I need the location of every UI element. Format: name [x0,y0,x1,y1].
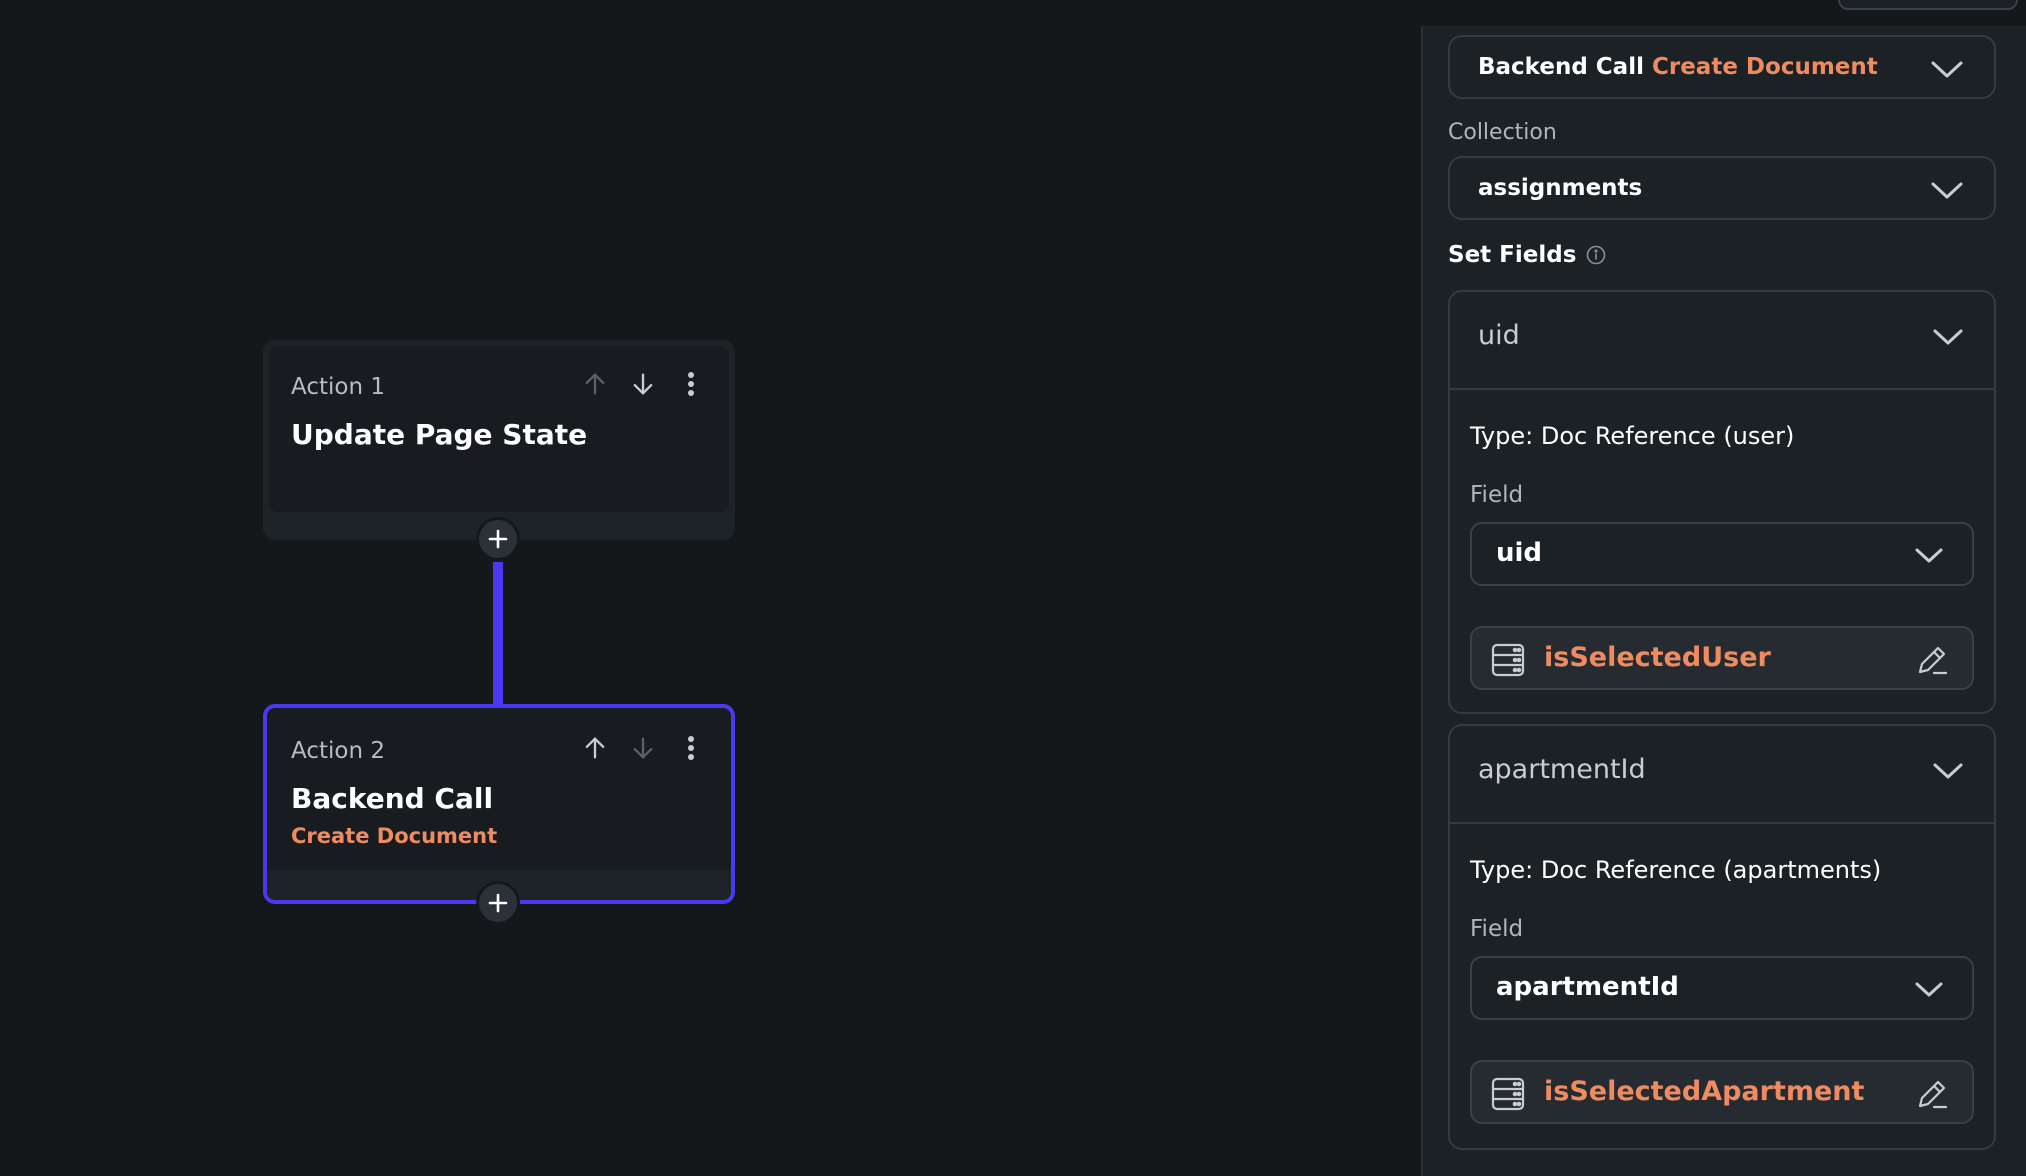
edit-icon[interactable] [1914,642,1950,678]
move-down-button[interactable] [627,732,659,764]
edit-icon[interactable] [1914,1076,1950,1112]
field-group-header[interactable]: uid [1450,292,1994,390]
backend-call-label: Backend Call [1478,54,1644,80]
set-fields-label: Set Fields [1448,242,1577,268]
backend-call-type: Create Document [1651,54,1878,80]
plus-icon [488,893,508,913]
arrow-up-icon [585,373,605,395]
backend-call-select[interactable]: Backend Call Create Document [1448,35,1996,99]
more-options-button[interactable] [675,732,707,764]
field-label: Field [1470,916,1524,942]
arrow-down-icon [633,373,653,395]
action-card-1-body [269,346,729,512]
field-select[interactable]: apartmentId [1470,956,1974,1020]
arrow-down-icon [633,737,653,759]
variable-name: isSelectedUser [1544,642,1771,673]
database-icon [1491,643,1525,677]
collection-select[interactable]: assignments [1448,156,1996,220]
field-type: Type: Doc Reference (apartments) [1470,856,1882,884]
action-2-controls [579,732,707,764]
chevron-down-icon [1933,763,1963,779]
action-1-title: Update Page State [291,418,588,451]
action-1-controls [579,368,707,400]
action-flow-canvas: Action 1 Update Page State Action 2 Back… [263,340,735,925]
panel-top-control[interactable] [1838,0,2018,10]
action-2-subtitle: Create Document [291,824,498,848]
field-select-value: apartmentId [1496,972,1679,1002]
variable-value-row[interactable]: isSelectedApartment [1470,1060,1974,1124]
chevron-down-icon [1931,61,1963,78]
info-icon[interactable] [1586,245,1606,265]
field-select[interactable]: uid [1470,522,1974,586]
plus-icon [488,529,508,549]
action-card-2[interactable]: Action 2 Backend Call Create Document [263,704,735,904]
database-icon [1491,1077,1525,1111]
chevron-down-icon [1931,182,1963,199]
backend-call-select-text: Backend Call Create Document [1478,54,1878,80]
add-action-button[interactable] [476,517,520,561]
field-group-apartmentid: apartmentId Type: Doc Reference (apartme… [1448,724,1996,1150]
action-2-label: Action 2 [291,738,385,764]
variable-name: isSelectedApartment [1544,1076,1865,1107]
collection-label: Collection [1448,120,1557,145]
add-action-button[interactable] [476,881,520,925]
chevron-down-icon [1933,329,1963,345]
action-1-label: Action 1 [291,374,385,400]
field-type: Type: Doc Reference (user) [1470,422,1795,450]
action-connector [493,562,503,706]
set-fields-heading: Set Fields [1448,242,1606,268]
move-up-button[interactable] [579,732,611,764]
chevron-down-icon [1915,982,1943,997]
field-name: apartmentId [1478,754,1646,785]
field-name: uid [1478,320,1520,351]
move-down-button[interactable] [627,368,659,400]
variable-value-row[interactable]: isSelectedUser [1470,626,1974,690]
field-select-value: uid [1496,538,1543,568]
chevron-down-icon [1915,548,1943,563]
collection-value: assignments [1478,175,1643,201]
field-label: Field [1470,482,1524,508]
field-group-header[interactable]: apartmentId [1450,726,1994,824]
more-vertical-icon [688,372,694,396]
arrow-up-icon [585,737,605,759]
action-card-1[interactable]: Action 1 Update Page State [263,340,735,540]
field-group-uid: uid Type: Doc Reference (user) Field uid… [1448,290,1996,714]
more-vertical-icon [688,736,694,760]
more-options-button[interactable] [675,368,707,400]
move-up-button[interactable] [579,368,611,400]
action-2-title: Backend Call [291,782,494,815]
